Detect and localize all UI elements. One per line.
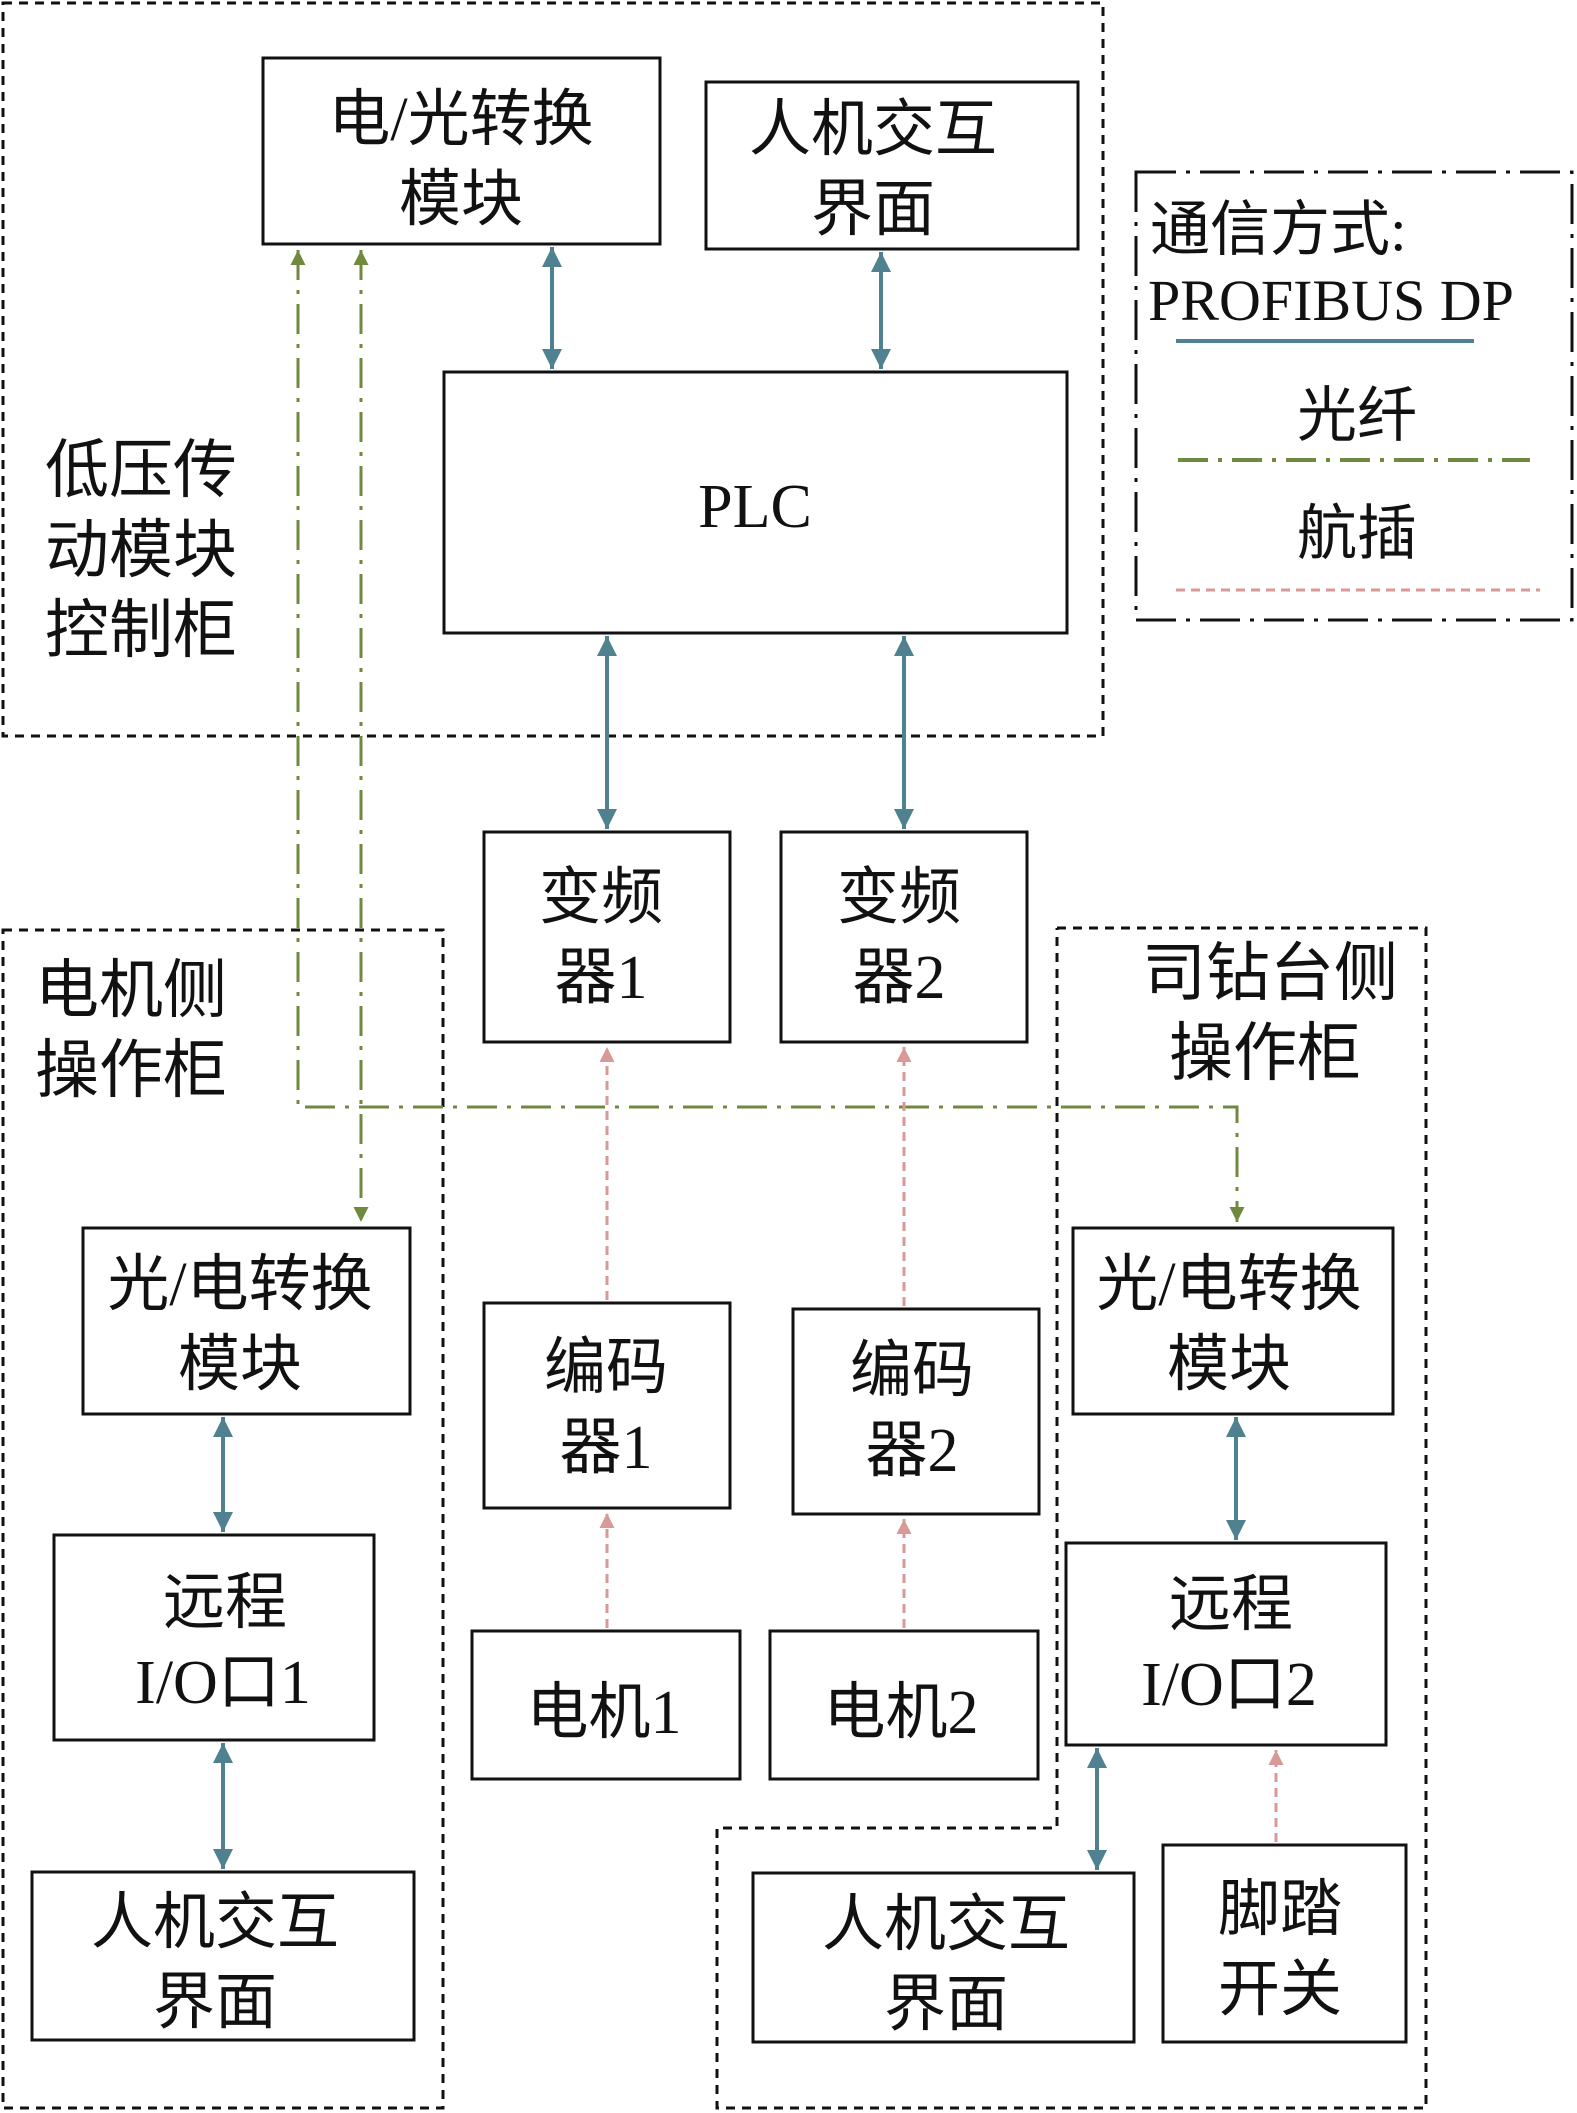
eo-converter-box — [261, 56, 662, 246]
motor2-box — [768, 1629, 1040, 1781]
remote-io2-line-1: 远程 — [1169, 1571, 1293, 1639]
foot-switch-line-2: 开关 — [1218, 1956, 1342, 2024]
oe-converter-right-box — [1071, 1226, 1395, 1416]
plc-label: PLC — [698, 473, 812, 541]
legend-fiber-label: 光纤 — [1297, 383, 1417, 449]
motor-side-cabinet-label: 电机侧 操作柜 — [35, 955, 227, 1106]
block-labels: 电/光转换 模块 人机交互 界面 PLC 变频 器1 变频 器2 光/电转换 模… — [91, 86, 1362, 2039]
remote-io2-box — [1064, 1541, 1388, 1747]
foot-switch-line-1: 脚踏 — [1218, 1876, 1342, 1944]
oe-converter-left-line-1: 光/电转换 — [107, 1251, 372, 1319]
driller-side-cabinet-line-2: 操作柜 — [1169, 1018, 1361, 1089]
motor-side-cabinet-line-1: 电机侧 — [35, 955, 227, 1026]
motor2-label: 电机2 — [823, 1679, 978, 1747]
encoder1-line-2: 器1 — [559, 1414, 652, 1482]
legend: 通信方式: PROFIBUS DP 光纤 航插 — [1134, 170, 1574, 622]
eo-converter-line-2: 模块 — [399, 166, 523, 234]
encoder1-box — [482, 1301, 732, 1510]
hmi-top-line-2: 界面 — [811, 176, 935, 244]
hmi-left-line-2: 界面 — [153, 1969, 277, 2037]
hmi-right-box — [751, 1871, 1136, 2044]
driller-side-cabinet-boundary — [715, 926, 1428, 2110]
encoder2-box — [791, 1307, 1041, 1516]
vfd1-line-2: 器1 — [554, 944, 647, 1012]
hmi-top-box — [704, 80, 1080, 251]
oe-converter-right-line-1: 光/电转换 — [1096, 1251, 1361, 1319]
hmi-left-line-1: 人机交互 — [91, 1889, 339, 1957]
encoder2-line-1: 编码 — [850, 1337, 974, 1405]
fiber-links — [290, 250, 1245, 1222]
driller-side-cabinet-label: 司钻台侧 操作柜 — [1142, 938, 1398, 1089]
hmi-top-line-1: 人机交互 — [749, 96, 997, 164]
legend-profibus-label: PROFIBUS DP — [1148, 268, 1514, 333]
remote-io1-line-1: 远程 — [163, 1569, 287, 1637]
vfd2-line-2: 器2 — [852, 944, 945, 1012]
low-voltage-cabinet-label: 低压传 动模块 控制柜 — [45, 435, 237, 666]
low-voltage-cabinet-line-1: 低压传 — [45, 435, 237, 506]
remote-io2-line-2: I/O口2 — [1141, 1651, 1317, 1719]
motor-side-cabinet-boundary — [1, 928, 445, 2110]
foot-switch-box — [1161, 1843, 1408, 2044]
low-voltage-cabinet-boundary — [1, 1, 1105, 738]
vfd2-line-1: 变频 — [837, 864, 961, 932]
low-voltage-cabinet-line-3: 控制柜 — [45, 595, 237, 666]
legend-aviation-plug-label: 航插 — [1297, 501, 1417, 567]
encoder1-line-1: 编码 — [544, 1334, 668, 1402]
hmi-right-line-2: 界面 — [884, 1971, 1008, 2039]
legend-title: 通信方式: — [1150, 197, 1407, 263]
low-voltage-cabinet-line-2: 动模块 — [45, 515, 237, 586]
motor1-label: 电机1 — [526, 1679, 681, 1747]
eo-converter-line-1: 电/光转换 — [328, 86, 593, 154]
oe-converter-right-line-2: 模块 — [1167, 1331, 1291, 1399]
vfd1-line-1: 变频 — [539, 864, 663, 932]
driller-side-cabinet-line-1: 司钻台侧 — [1142, 938, 1398, 1009]
remote-io1-line-2: I/O口1 — [135, 1649, 311, 1717]
oe-converter-left-line-2: 模块 — [178, 1331, 302, 1399]
hmi-left-box — [30, 1870, 416, 2042]
fiber-route-right — [290, 250, 1245, 1222]
motor-side-cabinet-line-2: 操作柜 — [35, 1035, 227, 1106]
motor1-box — [470, 1629, 742, 1781]
encoder2-line-2: 器2 — [865, 1417, 958, 1485]
cabinet-boundaries — [1, 1, 1428, 2110]
aviation-plug-links — [599, 1047, 1284, 1842]
remote-io1-box — [52, 1533, 376, 1742]
hmi-right-line-1: 人机交互 — [822, 1891, 1070, 1959]
oe-converter-left-box — [81, 1226, 412, 1416]
